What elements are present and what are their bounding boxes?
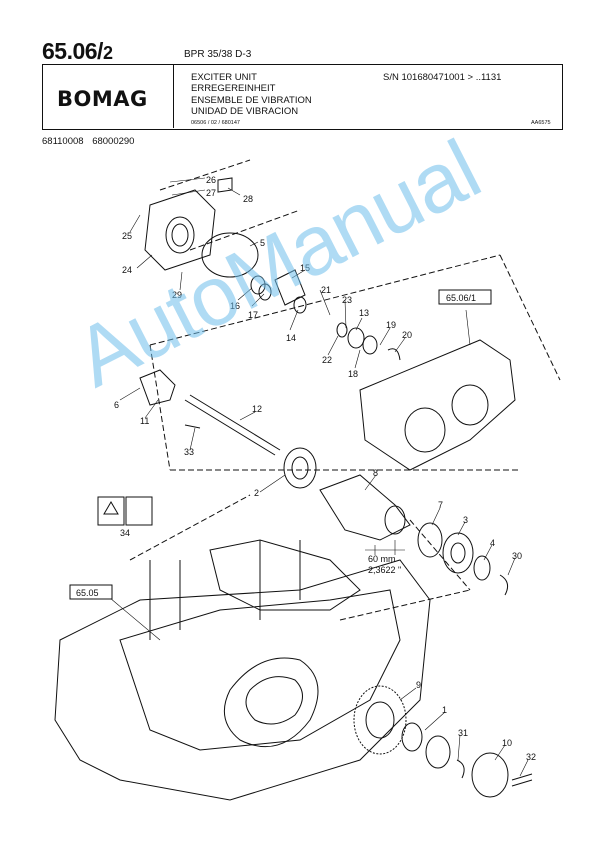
callout: 6 bbox=[114, 400, 119, 410]
callout: 12 bbox=[252, 404, 262, 414]
callout: 16 bbox=[230, 301, 240, 311]
callout: 22 bbox=[322, 355, 332, 365]
callouts: 26 27 28 25 5 24 15 29 16 17 21 23 14 13… bbox=[114, 175, 536, 762]
callout: 4 bbox=[490, 538, 495, 548]
bomag-logo: BOMAG bbox=[57, 87, 148, 111]
flange bbox=[139, 369, 176, 406]
sleeve bbox=[274, 269, 306, 306]
callout: 34 bbox=[120, 528, 130, 538]
callout: 28 bbox=[243, 194, 253, 204]
serial-range: S/N 101680471001 > ..1131 bbox=[383, 72, 502, 83]
callout: 32 bbox=[526, 752, 536, 762]
part-number: 68110008 bbox=[42, 136, 84, 147]
callout: 19 bbox=[386, 320, 396, 330]
callout: 25 bbox=[122, 231, 132, 241]
callout: 15 bbox=[300, 263, 310, 273]
exciter-bore bbox=[223, 657, 319, 748]
callout: 27 bbox=[206, 188, 216, 198]
model-designation: BPR 35/38 D-3 bbox=[184, 49, 252, 60]
base-plate bbox=[54, 559, 431, 801]
part-numbers: 68110008 68000290 bbox=[42, 136, 140, 147]
callout: 8 bbox=[373, 468, 378, 478]
dimension-mm: 60 mm bbox=[368, 554, 396, 564]
gear bbox=[353, 685, 407, 755]
title-fr: ENSEMBLE DE VIBRATION bbox=[191, 94, 312, 106]
callout: 24 bbox=[122, 265, 132, 275]
logo-cell: BOMAG bbox=[43, 65, 174, 128]
ref-box-label: 65.06/1 bbox=[446, 293, 476, 303]
bearing bbox=[283, 447, 317, 489]
eccentric-weight bbox=[319, 474, 411, 541]
cover-plate bbox=[144, 189, 216, 271]
title-es: UNIDAD DE VIBRACION bbox=[191, 106, 299, 118]
callout: 13 bbox=[359, 308, 369, 318]
callout: 10 bbox=[502, 738, 512, 748]
callout: 2 bbox=[254, 488, 259, 498]
ref-box-65-06-1 bbox=[438, 289, 492, 305]
ref-box-65-05 bbox=[69, 584, 113, 600]
callout: 20 bbox=[402, 330, 412, 340]
callout: 26 bbox=[206, 175, 216, 185]
callout: 11 bbox=[140, 416, 149, 426]
callout: 29 bbox=[172, 290, 182, 300]
shaft bbox=[184, 394, 281, 456]
callout: 31 bbox=[458, 728, 468, 738]
callout: 23 bbox=[342, 295, 352, 305]
end-cover bbox=[471, 752, 509, 798]
callout: 5 bbox=[260, 238, 265, 248]
callout: 14 bbox=[286, 333, 296, 343]
callout: 30 bbox=[512, 551, 522, 561]
title-de: ERREGEREINHEIT bbox=[191, 83, 276, 95]
title-en: EXCITER UNIT bbox=[191, 72, 257, 83]
callout: 33 bbox=[184, 447, 194, 457]
callout: 1 bbox=[442, 705, 447, 715]
callout: 18 bbox=[348, 369, 358, 379]
dimension-inch: 2,3622 " bbox=[368, 565, 401, 575]
callout: 21 bbox=[321, 285, 331, 295]
image-reference: AA6575 bbox=[531, 120, 551, 126]
warning-label bbox=[97, 496, 125, 526]
callout: 17 bbox=[248, 310, 258, 320]
page-number: 65.06/2 bbox=[42, 38, 113, 64]
ref-box-label: 65.05 bbox=[76, 588, 99, 598]
callout: 3 bbox=[463, 515, 468, 525]
gear-housing bbox=[359, 339, 516, 471]
callout: 7 bbox=[438, 500, 443, 510]
o-ring bbox=[201, 232, 259, 278]
document-reference: 06506 / 02 / 680147 bbox=[191, 120, 240, 126]
part-number: 68000290 bbox=[92, 136, 135, 147]
base-plate-inner bbox=[119, 589, 401, 751]
title-block: BOMAG EXCITER UNIT ERREGEREINHEIT ENSEMB… bbox=[42, 64, 563, 130]
callout: 9 bbox=[416, 680, 421, 690]
section-titles: EXCITER UNIT ERREGEREINHEIT ENSEMBLE DE … bbox=[191, 72, 312, 118]
